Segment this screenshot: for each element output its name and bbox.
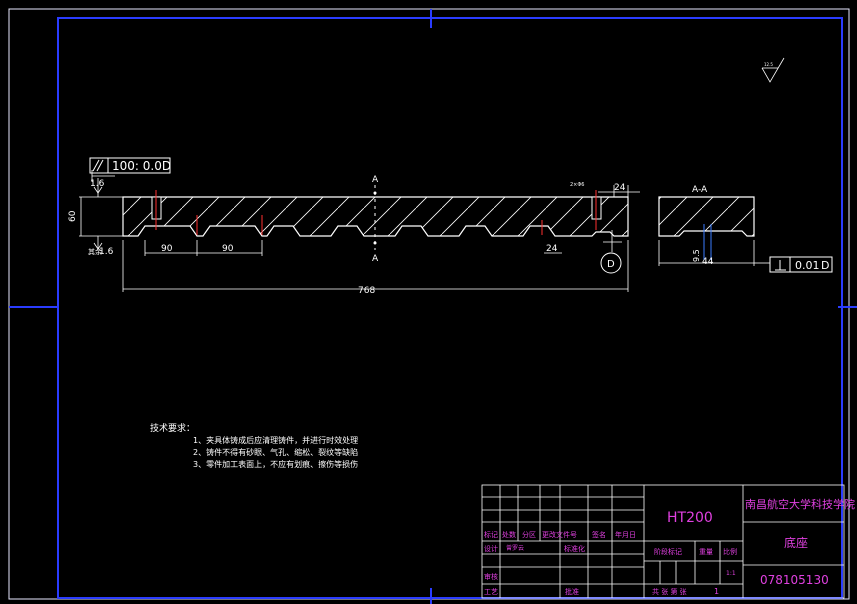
corner-roughness: 12.5	[764, 62, 773, 67]
overall-length: 768	[358, 286, 375, 296]
designer-name: 曾罗云	[506, 544, 524, 552]
hdr-zone: 分区	[522, 530, 536, 539]
section-width: 44	[702, 257, 714, 267]
sheet-number: 1	[714, 587, 719, 596]
section-label-top: A	[372, 175, 379, 185]
roughness-top-value: 1.6	[90, 179, 105, 189]
note-3: 3、零件加工表面上，不应有划痕、擦伤等损伤	[193, 459, 358, 469]
flatness-callout	[89, 157, 171, 174]
hdr-date: 年月日	[615, 530, 636, 539]
end-width-bottom: 24	[546, 244, 558, 254]
hdr-count: 处数	[502, 530, 516, 539]
part-section-view	[658, 196, 755, 260]
hdr-change-doc: 更改文件号	[542, 530, 577, 539]
part-front-view	[122, 185, 629, 250]
section-markers	[373, 191, 377, 245]
section-depth: 9.5	[692, 249, 701, 262]
notes-title: 技术要求：	[150, 422, 195, 434]
title-block	[481, 484, 845, 599]
roughness-bottom-value: 1.6	[99, 247, 114, 257]
height-dim: 60	[68, 210, 78, 222]
perpendicularity-callout	[769, 256, 833, 273]
scale-label: 比例	[723, 547, 737, 556]
small-note: 2×Φ6	[570, 182, 585, 188]
datum-letter: D	[607, 259, 615, 270]
perpendicularity-tol: 0.01	[795, 259, 820, 272]
datum-symbol	[600, 252, 622, 274]
hdr-mark: 标记	[484, 530, 498, 539]
outer-frame	[8, 8, 857, 604]
school-name: 南昌航空大学科技学院	[745, 497, 855, 511]
part-name: 底座	[784, 535, 808, 550]
note-1: 1、夹具体铸成后应清理铸件，并进行时效处理	[193, 435, 358, 445]
sheets-text: 共 张 第 张	[652, 587, 687, 596]
designer-label: 设计	[484, 544, 498, 553]
note-2: 2、铸件不得有砂眼、气孔、缩松、裂纹等缺陷	[193, 447, 358, 457]
drawing-number: 078105130	[760, 573, 829, 587]
review-label: 审核	[484, 572, 498, 581]
scale-value: 1:1	[726, 570, 736, 577]
hdr-sign: 签名	[592, 530, 606, 539]
end-width-top: 24	[614, 183, 626, 193]
section-label-bottom: A	[372, 254, 379, 264]
perpendicularity-datum: D	[821, 259, 829, 272]
section-title: A-A	[692, 185, 708, 195]
process-label: 工艺	[484, 588, 498, 596]
flatness-value: 100: 0.0D	[112, 159, 171, 173]
material: HT200	[667, 510, 713, 526]
pitch-dim-1: 90	[161, 244, 173, 254]
pitch-dim-2: 90	[222, 244, 234, 254]
roughness-bottom-prefix: 其余	[88, 247, 102, 256]
dimension-lines	[79, 170, 770, 292]
weight-label: 重量	[699, 548, 713, 556]
roughness-symbols	[93, 57, 785, 250]
stage-label: 阶段标记	[654, 547, 682, 556]
approve-label: 批准	[565, 587, 579, 596]
standard-label: 标准化	[564, 544, 585, 553]
